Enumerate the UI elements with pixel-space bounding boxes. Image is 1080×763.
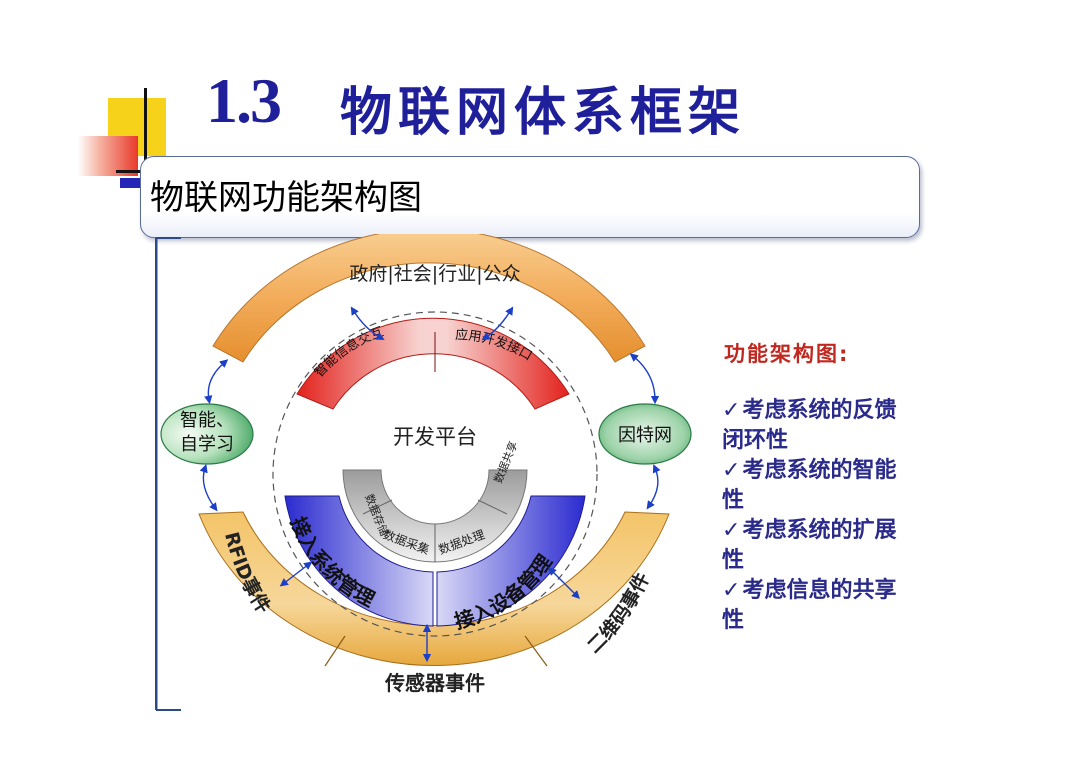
slide-subtitle: 物联网功能架构图 [150, 178, 422, 218]
arrow-band-to-right-node [629, 353, 660, 405]
platform-dashed-circle [272, 311, 598, 637]
slide-title: 物联网体系框架 [340, 83, 747, 143]
check-mark-icon: ✓ [722, 518, 741, 543]
dev-platform-label: 开发平台 [393, 425, 477, 449]
self-learning-label-line1: 智能、 [180, 410, 234, 431]
arrow-left-node-to-bottom [199, 464, 218, 512]
sensor-event-label: 传感器事件 [384, 671, 485, 695]
arrow-right-node-to-bottom [646, 464, 661, 510]
list-item: ✓考虑系统的智能性 [722, 458, 897, 513]
list-item: ✓考虑信息的共享性 [722, 578, 897, 633]
blue-arc-right [436, 495, 586, 627]
gray-data-arc [342, 469, 528, 563]
connector-arrows [199, 306, 661, 663]
subtitle-box [140, 156, 920, 238]
outer-top-band-label: 政府|社会|行业|公众 [349, 263, 520, 285]
side-panel-list: ✓考虑系统的反馈闭环性 ✓考虑系统的智能性 ✓考虑系统的扩展性 ✓考虑信息的共享… [722, 396, 918, 636]
arrow-top-right [481, 306, 514, 341]
check-mark-icon: ✓ [722, 398, 741, 423]
self-learning-label-line2: 自学习 [180, 434, 234, 455]
slide-title-number: 1.3 [206, 65, 282, 136]
decor-red-gradient-bar [78, 136, 138, 176]
outer-top-band [212, 234, 646, 363]
arrow-band-to-left-node [204, 359, 229, 405]
arrow-blue-to-qrcode [548, 567, 580, 599]
arrow-top-left [350, 306, 385, 341]
internet-label: 因特网 [618, 425, 672, 446]
arrow-blue-to-rfid [279, 561, 313, 587]
check-mark-icon: ✓ [722, 578, 741, 603]
list-item: ✓考虑系统的扩展性 [722, 518, 897, 573]
side-panel-heading: 功能架构图: [724, 342, 850, 366]
list-item: ✓考虑系统的反馈闭环性 [722, 398, 897, 453]
iot-architecture-diagram: 政府|社会|行业|公众 RFID事件 传感器事件 二维码事件 智能信息交互 应用… [155, 234, 692, 711]
outer-bottom-band [198, 511, 670, 666]
check-mark-icon: ✓ [722, 458, 741, 483]
decor-blue-square [120, 178, 140, 188]
decor-vertical-line [144, 88, 147, 190]
